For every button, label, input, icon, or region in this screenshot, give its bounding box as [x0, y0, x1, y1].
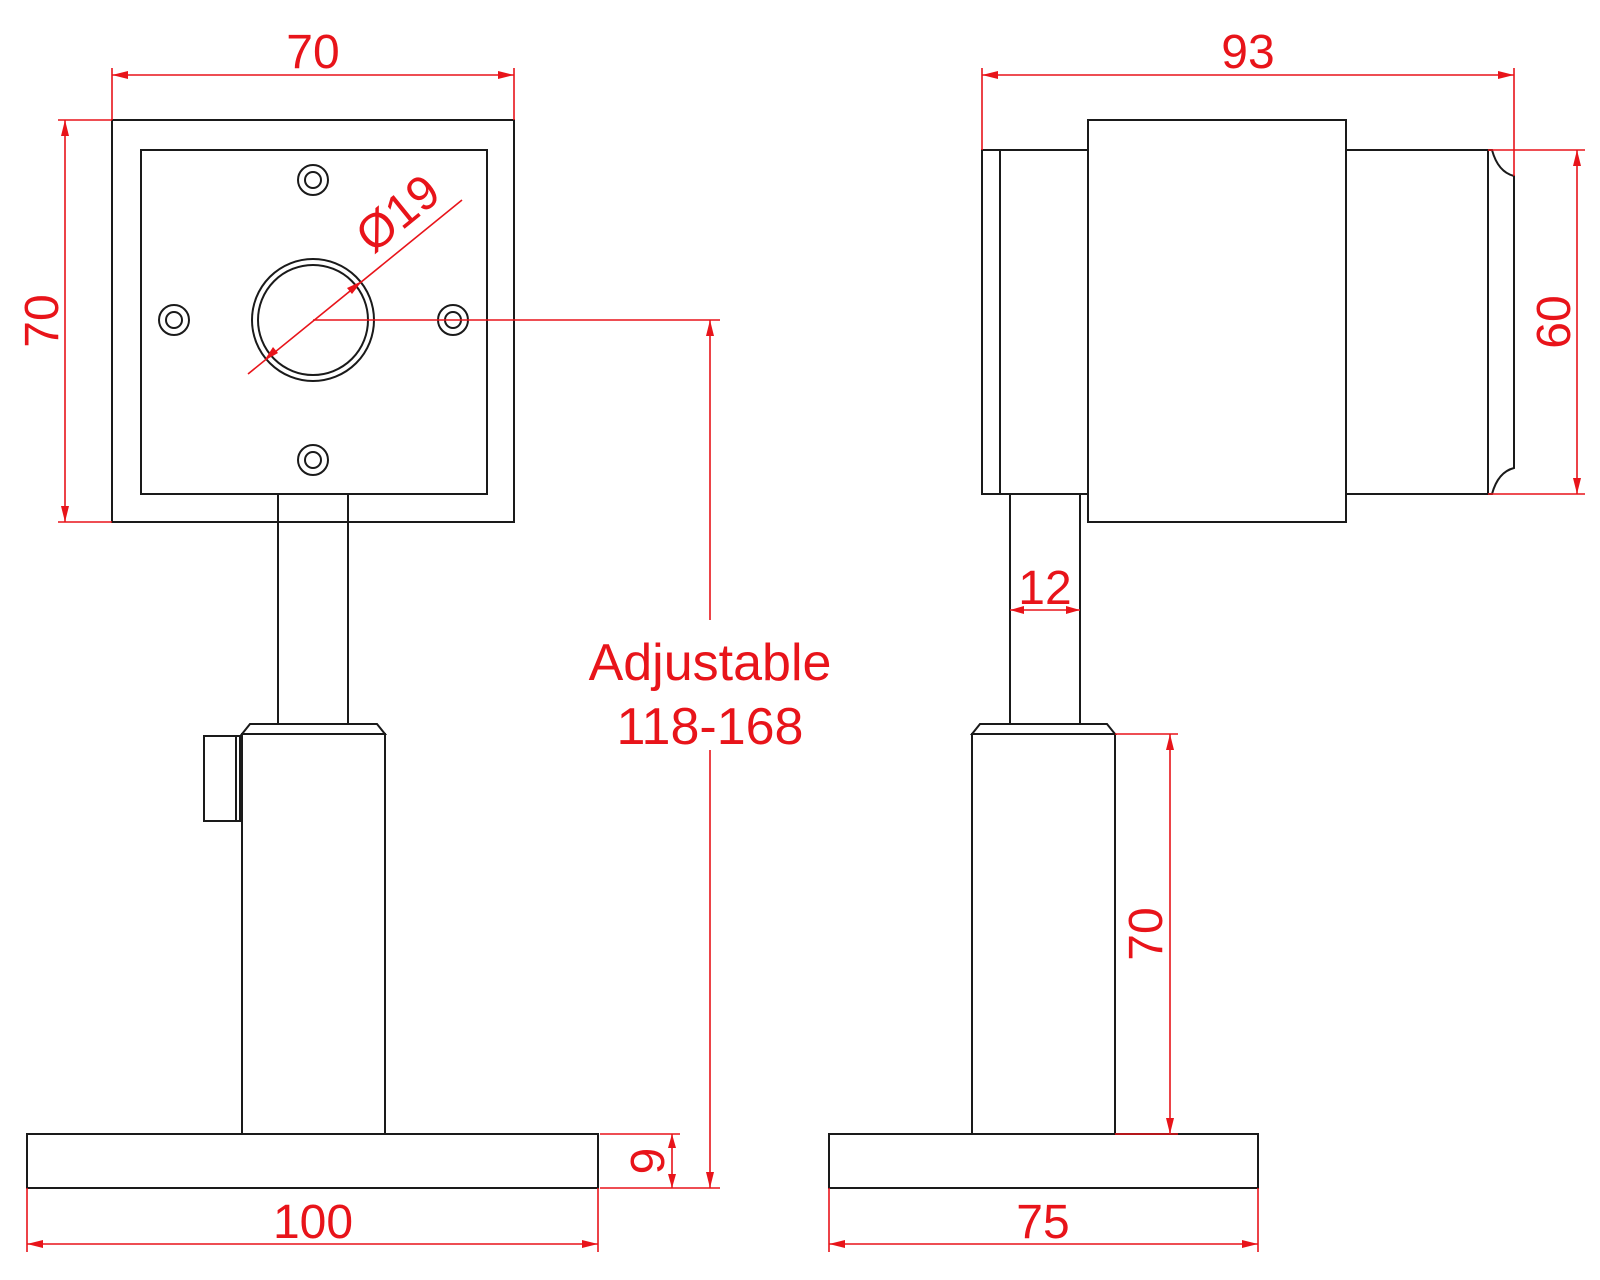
dim-tube-height: 70 — [1115, 733, 1178, 1135]
front-base — [26, 1133, 599, 1189]
dim-base-thickness: 9 — [600, 1133, 680, 1188]
lock-knob — [203, 735, 241, 822]
front-holder-top-chamfer — [239, 723, 388, 735]
dim-side-length: 93 — [981, 26, 1515, 176]
dim-side-base-width-label: 75 — [1016, 1196, 1069, 1249]
side-base — [828, 1133, 1259, 1189]
dim-front-width: 70 — [111, 26, 515, 120]
dim-side-height-label: 60 — [1528, 295, 1581, 348]
dim-front-base-width-label: 100 — [273, 1196, 353, 1249]
dim-side-length-label: 93 — [1221, 26, 1274, 79]
dim-side-base-width: 75 — [828, 1188, 1259, 1252]
side-plate-body — [999, 149, 1089, 495]
screw-left — [158, 304, 190, 336]
dim-adjustable: Adjustable 118-168 — [313, 319, 832, 1189]
screw-top — [297, 164, 329, 196]
dim-post-width: 12 — [1010, 562, 1080, 615]
dim-adjustable-label: Adjustable — [589, 634, 832, 692]
side-rear-housing — [1345, 149, 1489, 495]
dim-tube-height-label: 70 — [1120, 907, 1173, 960]
screw-bottom — [297, 444, 329, 476]
dim-base-thickness-label: 9 — [622, 1148, 675, 1175]
front-view: 70 70 Ø19 Adjustable 118-168 — [16, 26, 831, 1252]
dim-front-height: 70 — [16, 119, 112, 523]
side-rear-flange — [1488, 149, 1515, 495]
dim-front-width-label: 70 — [286, 26, 339, 79]
dim-side-height: 60 — [1488, 149, 1585, 495]
front-plate-outer — [111, 119, 515, 523]
dim-post-width-label: 12 — [1018, 562, 1071, 615]
dim-adjustable-range: 118-168 — [617, 698, 804, 756]
side-holder-top-chamfer — [969, 723, 1118, 735]
dim-front-base-width: 100 — [26, 1188, 599, 1252]
front-holder-tube — [241, 733, 386, 1135]
side-holder-tube — [971, 733, 1116, 1135]
front-post — [277, 493, 349, 725]
side-view: 93 60 12 70 — [828, 26, 1585, 1252]
dim-bore-label: Ø19 — [346, 165, 450, 263]
side-main-block — [1087, 119, 1347, 523]
side-plate-edge — [981, 149, 1001, 495]
dim-front-height-label: 70 — [16, 294, 69, 347]
